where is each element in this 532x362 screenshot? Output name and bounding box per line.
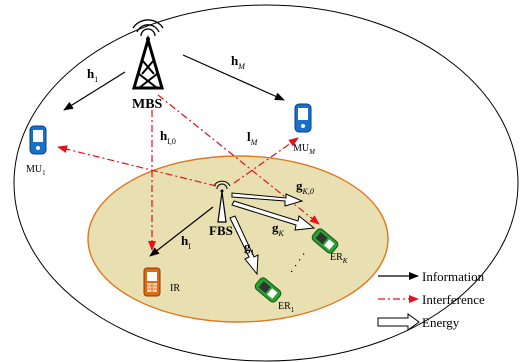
legend-information-label: Information	[422, 269, 485, 284]
legend-interference-label: Interference	[422, 292, 485, 307]
channel-label-hI: hI	[181, 233, 191, 251]
ir-label: IR	[170, 283, 180, 294]
mu1-phone-icon	[29, 125, 47, 155]
mum-label: MUM	[293, 143, 316, 156]
macro-cell-boundary	[13, 4, 519, 362]
mum-phone-icon	[294, 103, 312, 133]
fbs-tower-icon	[213, 180, 231, 223]
mu1-label: MU1	[26, 164, 46, 177]
channel-label-gK0: gK,0	[296, 178, 314, 196]
legend-energy-arrow-icon	[377, 313, 420, 331]
mbs-tower-icon	[132, 19, 164, 90]
interference-arrow-fbs-mum	[233, 137, 299, 184]
femto-cell-region	[87, 155, 389, 323]
channel-label-lM: lM	[247, 129, 259, 147]
info-arrow-fbs-ir	[149, 206, 214, 257]
erk-phone-icon	[311, 228, 339, 254]
fbs-label: FBS	[209, 223, 233, 238]
energy-arrow-fbs-erk-2	[231, 192, 304, 207]
legend-energy-label: Energy	[422, 315, 460, 330]
legend: Information Interference Energy	[377, 269, 485, 331]
energy-arrow-fbs-erk	[231, 200, 316, 231]
er1-phone-icon	[254, 277, 282, 303]
mbs-label: MBS	[132, 97, 163, 112]
ir-phone-icon	[143, 267, 161, 297]
channel-label-gK: gK	[272, 220, 285, 238]
info-arrow-mbs-mu1	[63, 71, 126, 111]
erk-label: ERK	[330, 252, 348, 265]
channel-label-h1-top: h1	[87, 66, 98, 84]
channel-label-hM: hM	[231, 53, 246, 71]
energy-arrow-fbs-er1	[229, 215, 259, 276]
channel-label-hI0: hI,0	[160, 128, 176, 146]
info-arrow-mbs-mum	[182, 54, 285, 101]
channel-label-g1: g1	[244, 239, 255, 257]
interference-arrow-fbs-mu1	[57, 145, 217, 187]
er1-label: ER1	[278, 301, 295, 314]
